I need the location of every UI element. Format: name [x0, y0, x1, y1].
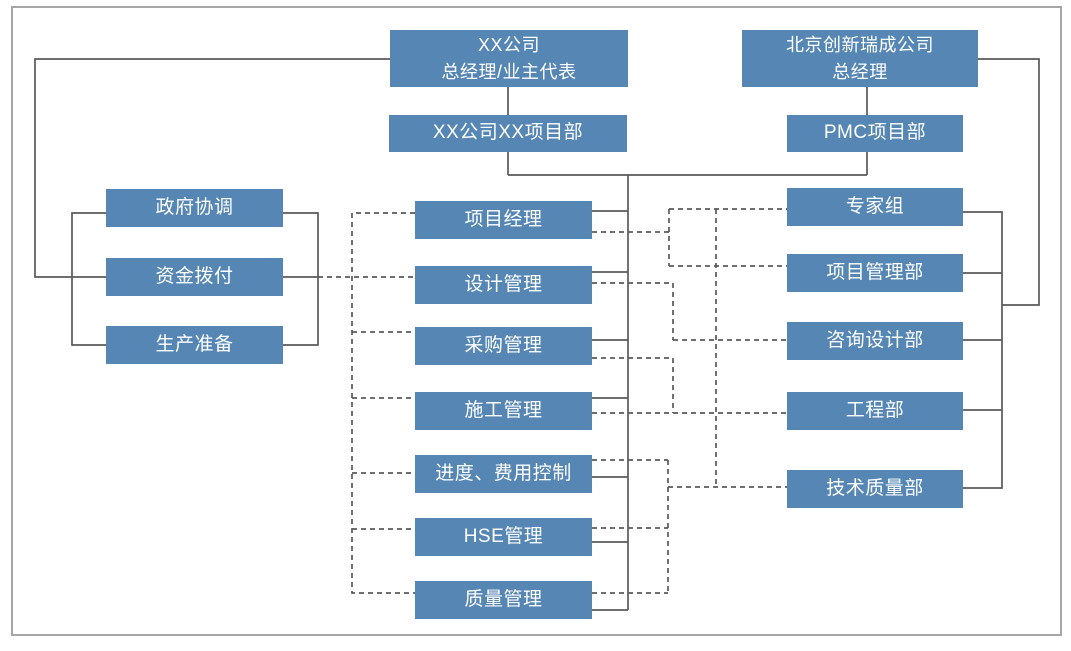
node-gov-coordination: 政府协调 [106, 189, 283, 227]
node-expert-group: 专家组 [787, 188, 963, 226]
node-design-management: 设计管理 [415, 266, 592, 304]
node-fund-allocation: 资金拨付 [106, 258, 283, 296]
node-hse-management: HSE管理 [415, 518, 592, 556]
node-owner-project-dept: XX公司XX项目部 [389, 115, 627, 152]
canvas-border [11, 6, 1062, 636]
node-tech-quality-dept: 技术质量部 [787, 470, 963, 508]
node-schedule-cost-control: 进度、费用控制 [415, 455, 592, 493]
node-pmc-company-gm: 北京创新瑞成公司 总经理 [742, 30, 978, 87]
solid-connectors [34, 58, 1040, 611]
node-owner-gm: XX公司 总经理/业主代表 [390, 30, 628, 87]
node-construction-management: 施工管理 [415, 392, 592, 430]
node-pmc-project-dept: PMC项目部 [787, 115, 963, 152]
dashed-connectors [318, 208, 787, 594]
node-procurement-management: 采购管理 [415, 327, 592, 365]
node-quality-management: 质量管理 [415, 581, 592, 619]
node-engineering-dept: 工程部 [787, 392, 963, 430]
node-project-management-dept: 项目管理部 [787, 254, 963, 292]
node-production-preparation: 生产准备 [106, 326, 283, 364]
node-consulting-design-dept: 咨询设计部 [787, 322, 963, 360]
node-project-manager: 项目经理 [415, 201, 592, 239]
